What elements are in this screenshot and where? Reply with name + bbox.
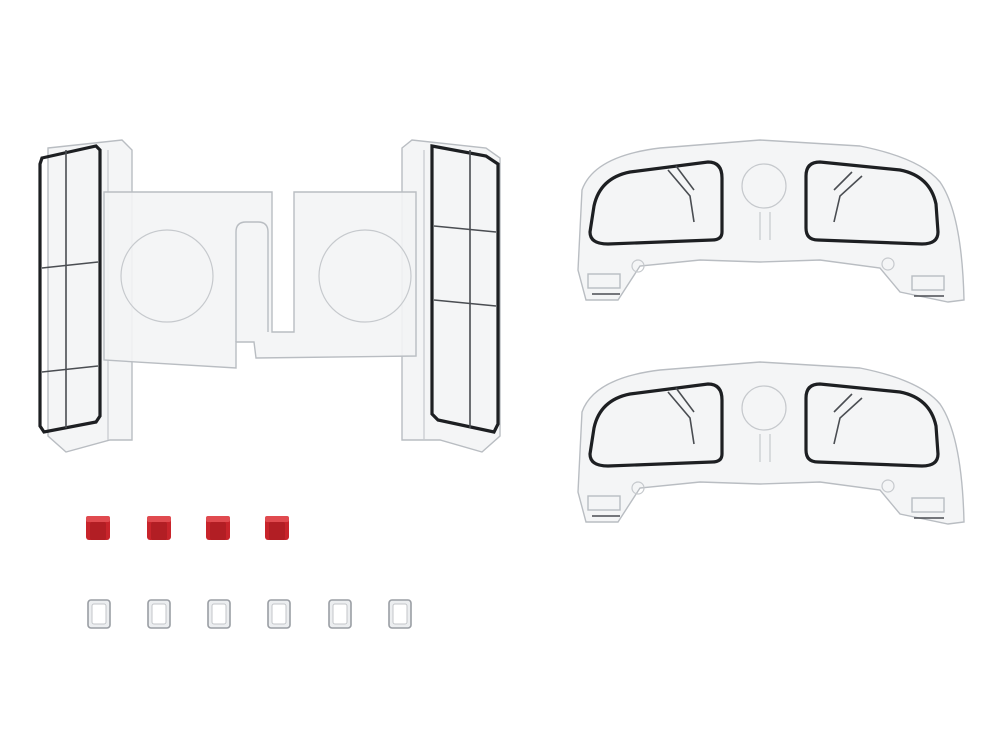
- windshield-glazing-part: [38, 139, 501, 453]
- clear-lens: [267, 599, 291, 629]
- clear-lens: [87, 599, 111, 629]
- clear-lens: [147, 599, 171, 629]
- clear-lens: [388, 599, 412, 629]
- cab-window-glazing-part: [577, 139, 965, 303]
- cab-window-glazing-part: [577, 361, 965, 525]
- clear-lens: [207, 599, 231, 629]
- red-lens: [265, 516, 289, 540]
- red-lens: [206, 516, 230, 540]
- red-lens: [86, 516, 110, 540]
- red-lens: [147, 516, 171, 540]
- clear-lens: [328, 599, 352, 629]
- clear-lens-row: [87, 599, 412, 629]
- red-lens-row: [86, 516, 289, 540]
